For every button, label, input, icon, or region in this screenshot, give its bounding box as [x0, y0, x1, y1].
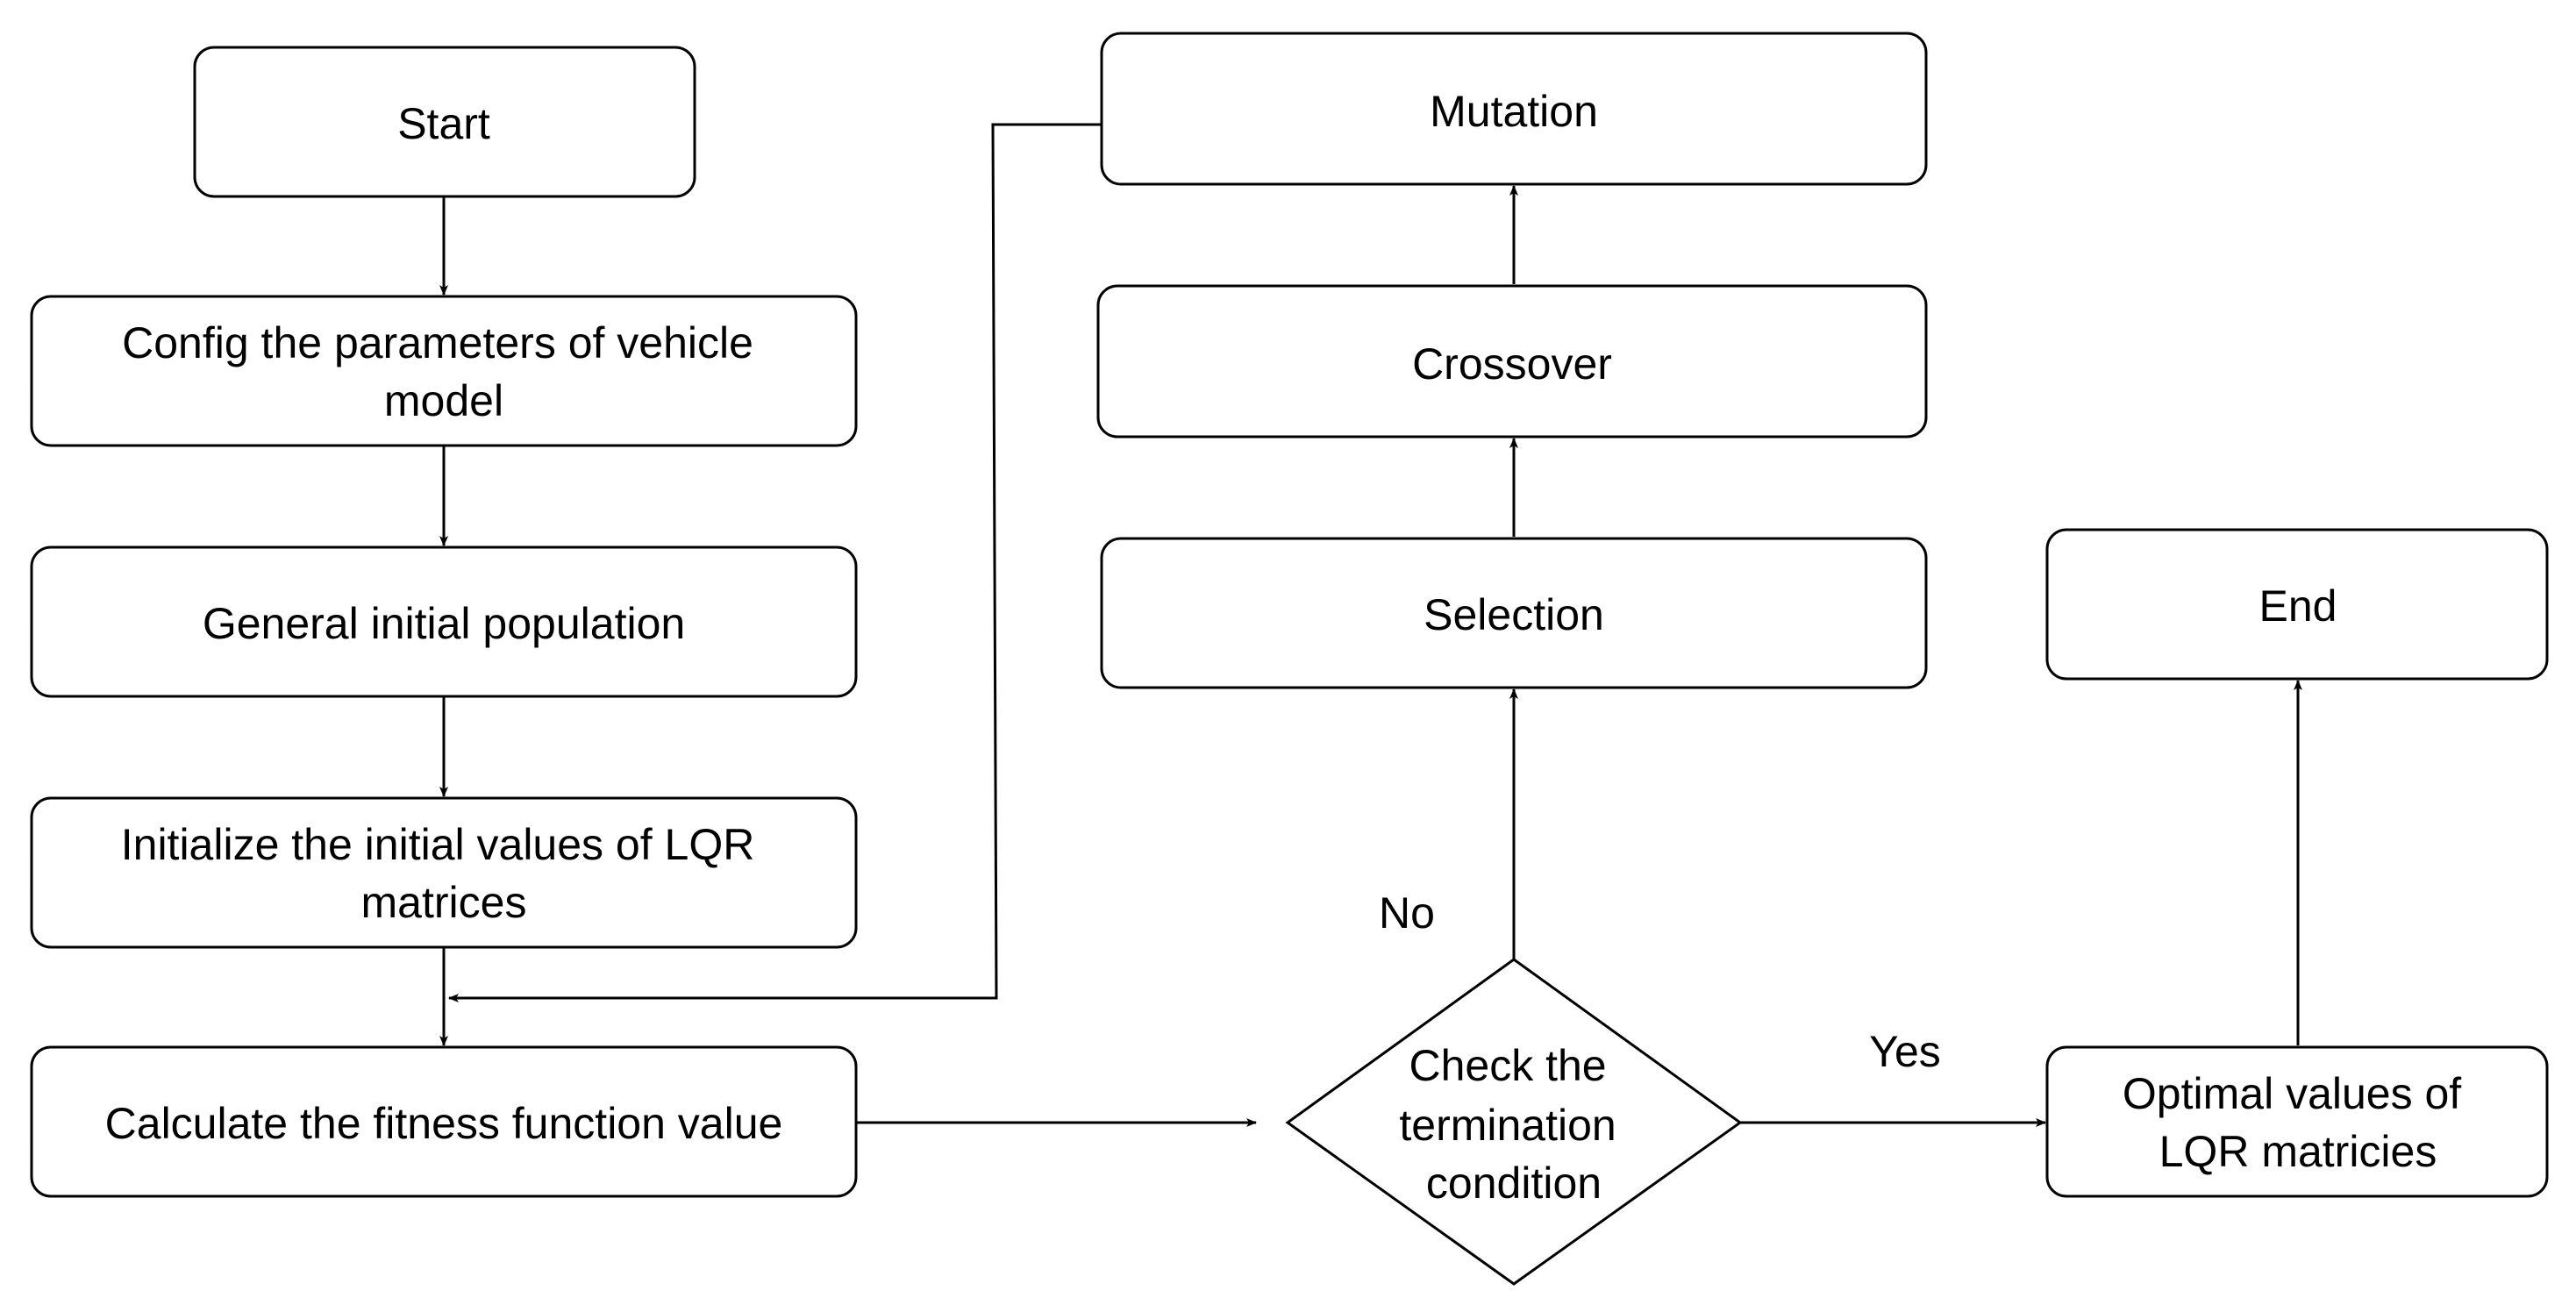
check-label-line-3: condition	[1426, 1159, 1602, 1208]
initialize-label-line-2: matrices	[361, 878, 527, 927]
general-population-label: General initial population	[203, 599, 685, 648]
svg-text:Crossover: Crossover	[1412, 339, 1612, 389]
optimal-label-line-2: LQR matricies	[2159, 1127, 2437, 1176]
end-label: End	[2259, 581, 2337, 631]
calculate-fitness-label: Calculate the fitness function value	[105, 1099, 783, 1148]
svg-text:Mutation: Mutation	[1430, 87, 1598, 136]
mutation-node: Mutation	[1100, 32, 1928, 186]
end-node: End	[2045, 528, 2549, 681]
no-branch-label: No	[1379, 888, 1435, 938]
svg-text:Optimal values of LQR ma: Optimal values of LQR matricies	[2123, 1069, 2473, 1176]
yes-branch-label: Yes	[1869, 1027, 1941, 1076]
initialize-node: Initialize the initial values of LQR mat…	[30, 796, 858, 949]
svg-text:Start: Start	[397, 99, 490, 148]
check-label-line-1: Check the	[1409, 1041, 1606, 1090]
selection-node: Selection	[1100, 537, 1928, 689]
mutation-label: Mutation	[1430, 87, 1598, 136]
config-label-line-2: model	[384, 376, 503, 425]
svg-text:General initial population: General initial population	[203, 599, 685, 648]
initialize-label-line-1: Initialize the initial values of LQR	[121, 820, 755, 869]
start-node: Start	[193, 46, 696, 198]
selection-label: Selection	[1424, 590, 1604, 639]
crossover-node: Crossover	[1096, 284, 1928, 439]
edges	[439, 123, 2302, 1127]
optimal-label-line-1: Optimal values of	[2123, 1069, 2461, 1118]
start-label: Start	[397, 99, 490, 148]
svg-text:Calculate the fitness function: Calculate the fitness function value	[105, 1099, 783, 1148]
config-label-line-1: Config the parameters of vehicle	[122, 318, 753, 367]
check-label-line-2: termination	[1399, 1101, 1616, 1150]
svg-text:Initialize the initial values: Initialize the initial values of LQR mat…	[121, 820, 767, 927]
general-population-node: General initial population	[30, 546, 858, 698]
svg-text:Config the parameters of vehic: Config the parameters of vehicle model	[122, 318, 766, 425]
svg-text:Check the termination: Check the termination condition	[1399, 1041, 1628, 1208]
svg-text:End: End	[2259, 581, 2337, 631]
svg-text:Selection: Selection	[1424, 590, 1604, 639]
optimal-values-node: Optimal values of LQR matricies	[2045, 1045, 2549, 1198]
edge-mutation-loop-back	[448, 123, 1102, 1002]
config-node: Config the parameters of vehicle model	[30, 295, 858, 447]
crossover-label: Crossover	[1412, 339, 1612, 389]
check-termination-node: Check the termination condition	[1285, 958, 1743, 1286]
calculate-fitness-node: Calculate the fitness function value	[30, 1045, 858, 1198]
